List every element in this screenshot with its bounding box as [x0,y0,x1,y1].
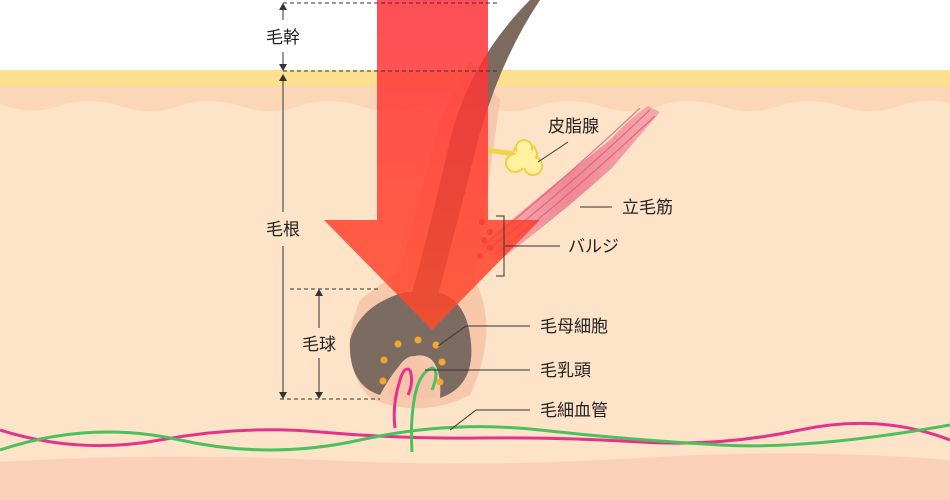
matrix-dot [432,341,440,349]
matrix-dot [380,356,388,364]
label-hair-root: 毛根 [266,220,300,240]
matrix-dot [438,358,446,366]
capillary-loop-green [409,366,438,453]
label-capillaries: 毛細血管 [540,401,608,421]
matrix-dot [414,336,422,344]
label-hair-bulb: 毛球 [302,335,336,355]
label-arrector-pili: 立毛筋 [622,198,673,218]
label-dermal-papilla: 毛乳頭 [540,361,591,381]
label-sebaceous-gland: 皮脂腺 [548,117,599,137]
label-hair-shaft: 毛幹 [266,27,300,48]
leader-matrix [437,325,467,347]
capillary-vessel [0,423,950,452]
matrix-dot [379,377,387,385]
hair-growth-arrow [324,0,540,330]
matrix-cell-dots [379,336,446,386]
capillary-loop-pink [392,367,411,429]
label-matrix-cells: 毛母細胞 [540,317,608,337]
leader-sebaceous [537,141,569,163]
subcutis-layer [0,453,950,500]
arrow-up-down-icon [279,3,323,399]
capillary-loop-pink-2 [406,369,414,396]
leader-capillary [449,409,477,431]
dimension-guides [280,2,500,400]
matrix-dot [436,378,444,386]
leader-lines [425,141,612,431]
bulge-bracket [496,215,505,277]
capillary-vein [0,421,950,448]
label-bulge: バルジ [568,237,619,257]
sebaceous-gland [505,139,543,176]
matrix-dot [394,340,402,348]
